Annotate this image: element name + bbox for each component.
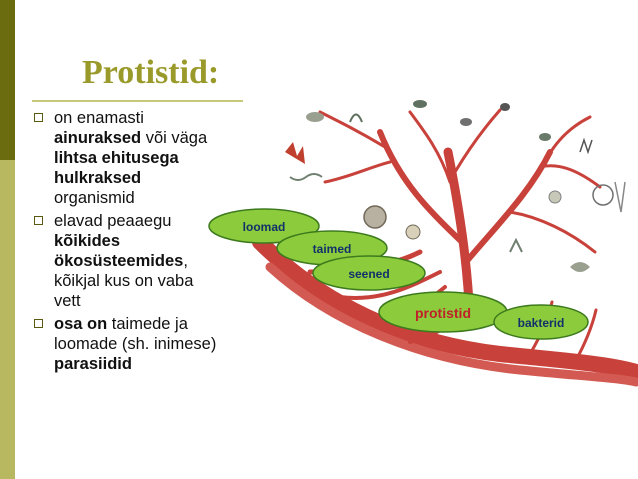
bullet-line: lihtsa ehitusega: [54, 148, 262, 168]
organism-icon: [413, 100, 427, 108]
title-underline: [32, 100, 243, 102]
bullet-text-bold: kõikides: [54, 232, 121, 250]
bullet-line: kõikjal kus on vaba: [54, 271, 262, 291]
organism-icon: [548, 190, 562, 204]
bullet-text-bold: hulkraksed: [54, 169, 142, 187]
bullet-line: ökosüsteemides,: [54, 251, 262, 271]
bullet-text: kõikjal kus on vaba: [54, 272, 194, 290]
label-seened: seened: [312, 255, 426, 291]
bullet-text: või väga: [141, 129, 208, 147]
label-text-seened: seened: [348, 267, 389, 281]
organism-icon: [306, 112, 324, 122]
organism-icon: [500, 103, 510, 111]
slide-title: Protistid:: [82, 54, 220, 91]
label-text-bakterid: bakterid: [518, 316, 565, 330]
organism-sketches: [285, 100, 626, 272]
organism-icon: [405, 224, 421, 240]
bullet-line: ainuraksed või väga: [54, 128, 262, 148]
label-loomad: loomad: [208, 208, 320, 244]
label-text-protistid: protistid: [415, 305, 471, 321]
tree-branches: [252, 108, 638, 387]
bullet-line: kõikides: [54, 231, 262, 251]
organism-icon: [614, 181, 626, 213]
bullet-line: osa on taimede ja: [54, 314, 262, 334]
organism-icon: [460, 118, 472, 126]
bullet-line: hulkraksed: [54, 168, 262, 188]
bullet-text-bold: ökosüsteemides: [54, 252, 184, 270]
bullet-text: ,: [183, 252, 188, 270]
kingdom-labels: loomad taimed seened protistid bakterid: [208, 208, 589, 340]
bullet-text: organismid: [54, 189, 135, 207]
bullet-square-icon: [34, 113, 43, 122]
bullet-text: taimede ja: [107, 315, 188, 333]
label-text-loomad: loomad: [243, 220, 286, 234]
left-accent-bar: [0, 0, 15, 479]
organism-icon: [289, 173, 323, 181]
organism-icon: [363, 205, 387, 229]
organism-icon: [592, 184, 614, 206]
bullet-text-bold: parasiidid: [54, 355, 132, 373]
bullet-square-icon: [34, 216, 43, 225]
label-text-taimed: taimed: [313, 242, 352, 256]
bullet-square-icon: [34, 319, 43, 328]
bullet-text: on enamasti: [54, 109, 144, 127]
bullet-text: vett: [54, 292, 81, 310]
bullet-text-bold: osa on: [54, 315, 108, 333]
bullet-line: organismid: [54, 188, 262, 208]
organism-icon: [285, 142, 305, 164]
bullet-line: vett: [54, 291, 262, 311]
accent-bar-light: [0, 160, 15, 479]
organism-icon: [579, 137, 593, 155]
organism-icon: [539, 133, 551, 141]
bullet-text-bold: ainuraksed: [54, 129, 142, 147]
bullet-text-bold: lihtsa ehitusega: [54, 149, 179, 167]
label-bakterid: bakterid: [493, 304, 589, 340]
tree-of-life-diagram: loomad taimed seened protistid bakterid: [208, 100, 638, 387]
organism-icon: [349, 113, 363, 123]
organism-icon: [570, 262, 590, 272]
bullet-line: parasiidid: [54, 354, 262, 374]
bullet-line: elavad peaaegu: [54, 211, 262, 231]
label-protistid: protistid: [378, 291, 508, 333]
bullet-line: on enamasti: [54, 108, 262, 128]
bullet-line: loomade (sh. inimese): [54, 334, 262, 354]
bullet-text: loomade (sh. inimese): [54, 335, 217, 353]
organism-icon: [509, 237, 523, 253]
bullet-text: elavad peaaegu: [54, 212, 172, 230]
accent-bar-dark: [0, 0, 15, 160]
